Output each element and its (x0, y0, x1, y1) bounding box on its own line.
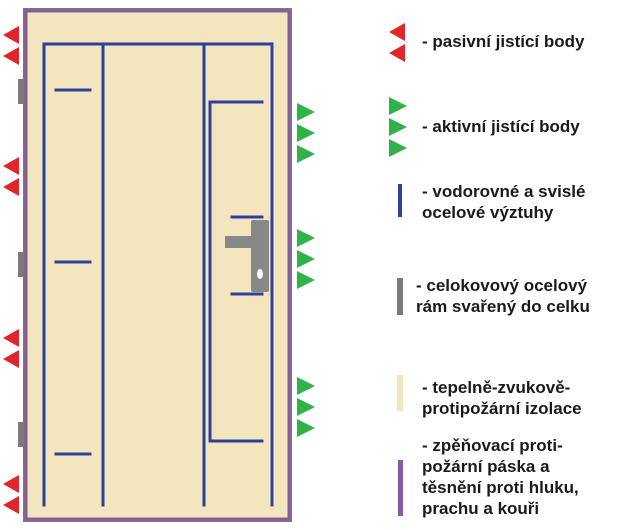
legend-insulation-label: - tepelně-zvukově- protipožární izolace (422, 378, 582, 418)
outer-reinforcement (42, 42, 274, 507)
passive-point (3, 26, 19, 44)
passive-point (3, 350, 19, 368)
legend-frame-label: - celokovový ocelový rám svařený do celk… (416, 276, 590, 316)
lock-reinforcement (208, 100, 264, 443)
active-point (297, 398, 315, 416)
legend-passive-icon (389, 44, 405, 62)
passive-point (3, 157, 19, 175)
active-points (297, 103, 315, 437)
active-point (297, 419, 315, 437)
legend-active-icon (389, 118, 407, 136)
handle-lever (225, 236, 259, 248)
legend-icons (389, 23, 407, 516)
steel-reinforcements (42, 42, 274, 507)
active-point (297, 103, 315, 121)
passive-points (3, 26, 19, 514)
handle-plate (251, 220, 269, 292)
legend-active-icon (389, 97, 407, 115)
passive-point (3, 178, 19, 196)
active-point (297, 271, 315, 289)
frame-stub-middle (18, 252, 23, 277)
passive-point (3, 475, 19, 493)
frame-stub-bottom (18, 422, 23, 447)
door-insulation (26, 11, 289, 519)
legend-frame-icon (397, 278, 403, 315)
legend-passive-label: - pasivní jistící body (422, 32, 585, 51)
active-point (297, 377, 315, 395)
legend-strip-label: - zpěňovací proti- požární páska a těsně… (422, 436, 579, 518)
active-point (297, 145, 315, 163)
legend-active-label: - aktivní jistící body (422, 117, 580, 136)
keyhole (257, 269, 263, 279)
legend-passive-icon (389, 23, 405, 41)
legend-insulation-icon (397, 375, 403, 411)
legend-active-icon (389, 139, 407, 157)
legend-strip-icon (398, 460, 403, 516)
active-point (297, 124, 315, 142)
passive-point (3, 329, 19, 347)
passive-point (3, 496, 19, 514)
legend-reinforcement-icon (398, 184, 402, 217)
active-point (297, 250, 315, 268)
legend-reinforcement-label: - vodorovné a svislé ocelové výztuhy (422, 182, 586, 222)
active-point (297, 229, 315, 247)
frame-stub-top (18, 79, 23, 104)
door-sealing-strip (24, 9, 291, 521)
passive-point (3, 47, 19, 65)
